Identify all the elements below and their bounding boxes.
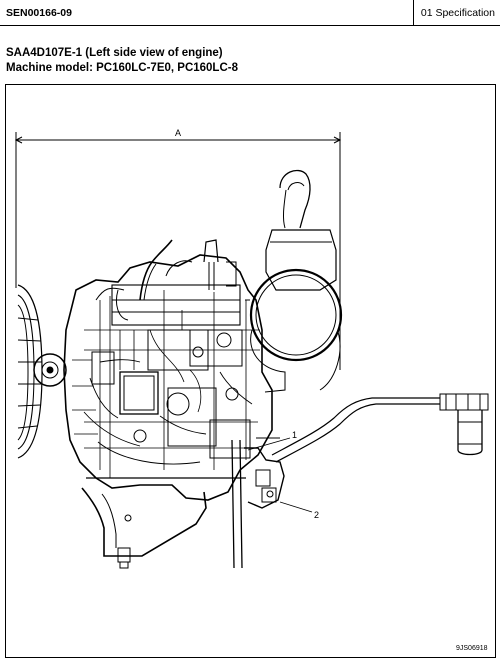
oil-pan bbox=[81, 477, 246, 569]
wiring-harness bbox=[83, 359, 253, 465]
callout-1: 1 bbox=[292, 430, 297, 440]
exhaust-elbow bbox=[265, 169, 337, 291]
header-divider bbox=[413, 0, 414, 26]
engine-mount bbox=[244, 437, 285, 509]
callout-2: 2 bbox=[314, 510, 319, 520]
section-name: 01 Specification bbox=[420, 7, 495, 19]
document-id: SEN00166-09 bbox=[6, 7, 72, 19]
callout-leaders bbox=[247, 437, 313, 513]
machine-model-line: Machine model: PC160LC-7E0, PC160LC-8 bbox=[6, 62, 238, 74]
cooling-fan bbox=[17, 284, 67, 459]
page-header: SEN00166-09 01 Specification bbox=[0, 0, 500, 26]
dipstick-tube bbox=[231, 439, 243, 569]
header-rule bbox=[0, 25, 500, 26]
turbocharger-housing bbox=[245, 268, 343, 393]
fuel-filter bbox=[439, 393, 489, 456]
figure-title: SAA4D107E-1 (Left side view of engine) bbox=[6, 47, 223, 59]
figure-code: 9JS06918 bbox=[456, 645, 488, 652]
engine-details bbox=[72, 290, 260, 478]
upper-hoses bbox=[95, 239, 237, 321]
dimension-line-a bbox=[14, 132, 342, 370]
fuel-filter-line bbox=[271, 397, 440, 463]
dimension-label-a: A bbox=[175, 128, 181, 138]
figure-title-block: SAA4D107E-1 (Left side view of engine) M… bbox=[6, 46, 238, 76]
figure-frame bbox=[5, 84, 496, 658]
